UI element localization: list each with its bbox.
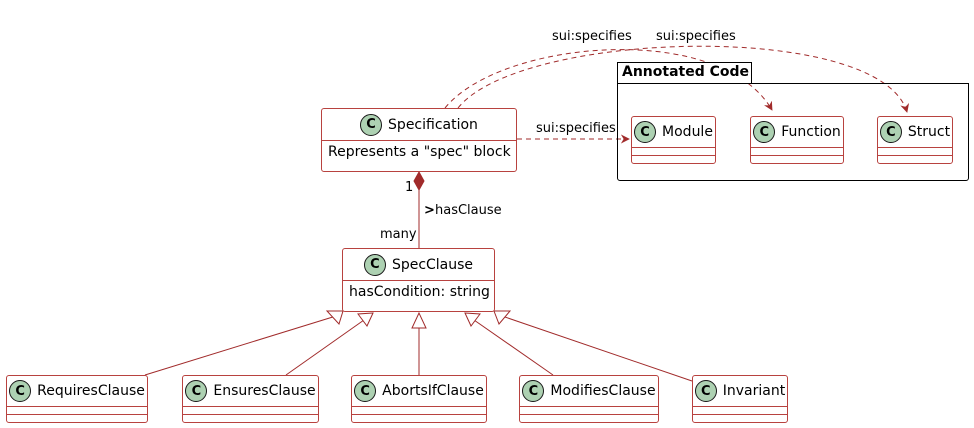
class-attribute-section: [693, 406, 787, 414]
class-spec-clause[interactable]: C SpecClause hasCondition: string: [342, 248, 495, 312]
class-name: Function: [781, 124, 841, 140]
class-attribute-section: [520, 406, 658, 414]
class-attribute: Represents a "spec" block: [322, 140, 516, 163]
class-badge-icon: C: [360, 113, 383, 136]
generalization-triangle-aborts: [411, 311, 427, 329]
direction-glyph: >: [424, 203, 435, 218]
class-module[interactable]: C Module: [631, 116, 716, 164]
label-specifies-module: sui:specifies: [536, 121, 616, 136]
edge-generalization-requires: [144, 315, 337, 376]
composition-diamond: [413, 170, 425, 192]
class-badge-icon: C: [185, 380, 208, 402]
class-attribute-section: [352, 406, 486, 414]
package-tab: Annotated Code: [617, 62, 752, 84]
multiplicity-source: 1: [405, 180, 414, 195]
class-attribute-section: [751, 147, 843, 155]
label-specifies-struct: sui:specifies: [656, 29, 736, 44]
label-has-clause: hasClause: [435, 203, 502, 218]
generalization-triangle-modifies: [464, 312, 481, 327]
class-badge-icon: C: [753, 121, 776, 143]
package-annotated-code: [617, 83, 969, 181]
class-requires-clause[interactable]: C RequiresClause: [6, 375, 148, 423]
generalization-triangle-invariant: [493, 310, 512, 325]
class-name: Specification: [388, 116, 478, 133]
class-attribute-section: [632, 147, 715, 155]
class-attribute: hasCondition: string: [343, 280, 494, 303]
class-name: ModifiesClause: [550, 383, 656, 399]
class-method-section: [352, 414, 486, 422]
package-title: Annotated Code: [622, 64, 750, 80]
class-attribute-section: [7, 406, 147, 414]
class-name: EnsuresClause: [213, 383, 316, 399]
class-method-section: [7, 414, 147, 422]
class-name: Struct: [907, 124, 951, 140]
class-invariant[interactable]: C Invariant: [692, 375, 788, 423]
generalization-triangle-requires: [325, 310, 344, 325]
class-badge-icon: C: [363, 253, 386, 276]
class-method-section: [693, 414, 787, 422]
class-badge-icon: C: [634, 121, 657, 143]
class-name: SpecClause: [391, 256, 474, 273]
class-method-section: [878, 155, 952, 163]
class-name: RequiresClause: [37, 383, 145, 399]
class-name: Invariant: [722, 383, 786, 399]
class-struct[interactable]: C Struct: [877, 116, 953, 164]
class-name: Module: [662, 124, 713, 140]
class-attribute-section: [183, 406, 318, 414]
class-method-section: [632, 155, 715, 163]
multiplicity-target: many: [380, 227, 417, 242]
class-modifies-clause[interactable]: C ModifiesClause: [519, 375, 659, 423]
label-specifies-function: sui:specifies: [552, 29, 632, 44]
class-method-section: [751, 155, 843, 163]
class-ensures-clause[interactable]: C EnsuresClause: [182, 375, 319, 423]
class-badge-icon: C: [354, 380, 377, 402]
edge-generalization-modifies: [473, 319, 554, 376]
class-specification[interactable]: C Specification Represents a "spec" bloc…: [321, 108, 517, 172]
class-badge-icon: C: [879, 121, 902, 143]
generalization-triangle-ensures: [357, 312, 374, 327]
class-method-section: [520, 414, 658, 422]
class-name: AbortsIfClause: [382, 383, 484, 399]
class-method-section: [183, 414, 318, 422]
class-function[interactable]: C Function: [750, 116, 844, 164]
edge-generalization-ensures: [285, 319, 365, 376]
class-badge-icon: C: [694, 380, 717, 402]
class-attribute-section: [878, 147, 952, 155]
class-badge-icon: C: [522, 380, 545, 402]
edge-generalization-invariant: [501, 315, 693, 382]
class-badge-icon: C: [9, 380, 32, 402]
class-aborts-if-clause[interactable]: C AbortsIfClause: [351, 375, 487, 423]
